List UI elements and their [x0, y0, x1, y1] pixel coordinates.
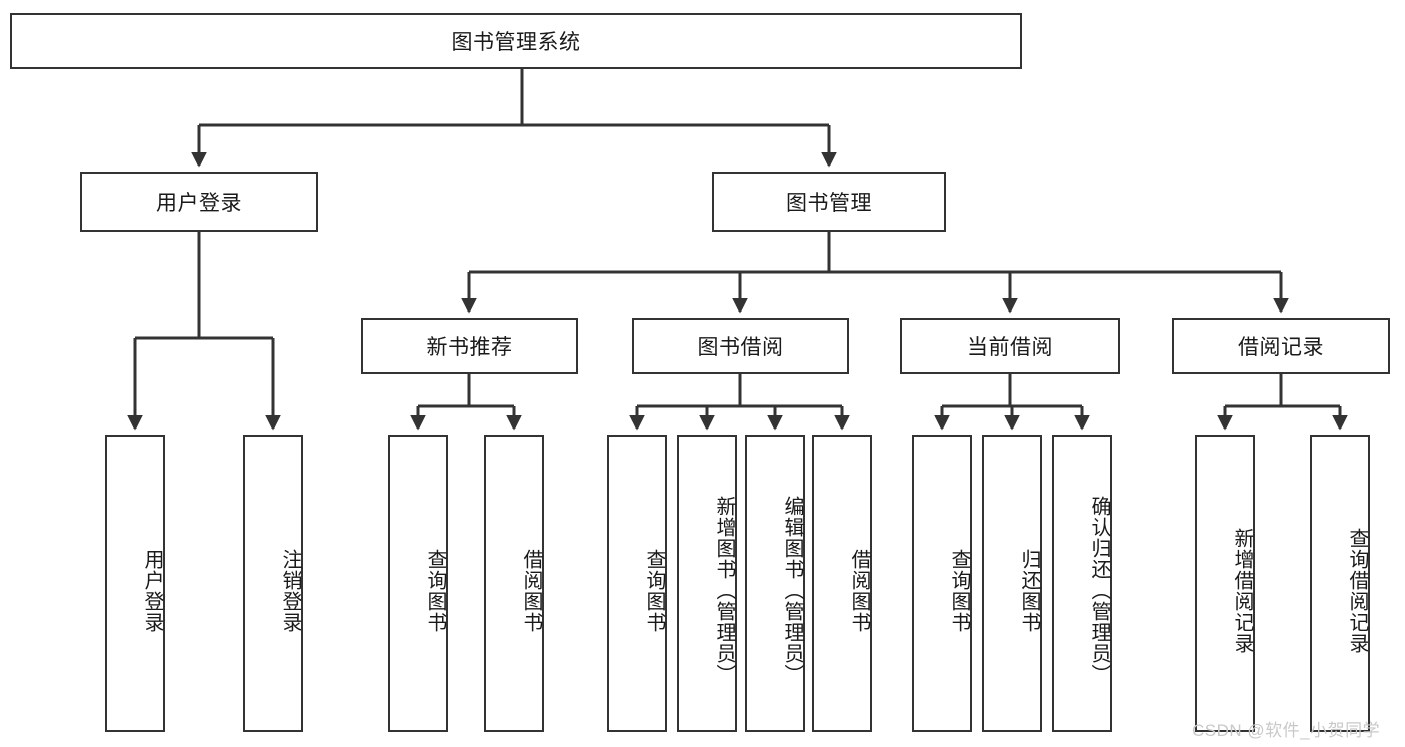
leaf-borrow-book-1[interactable]: 借阅图书 — [484, 435, 544, 732]
leaf-borrow-book-2[interactable]: 借阅图书 — [812, 435, 872, 732]
leaf-user-logout[interactable]: 注销登录 — [243, 435, 303, 732]
node-user-login[interactable]: 用户登录 — [80, 172, 318, 232]
node-user-login-label: 用户登录 — [156, 192, 242, 215]
node-new-book-rec-label: 新书推荐 — [426, 336, 513, 359]
node-book-manage[interactable]: 图书管理 — [712, 172, 946, 232]
leaf-query-book-1[interactable]: 查询图书 — [388, 435, 448, 732]
leaf-add-book-label: 新增图书（管理员） — [713, 496, 735, 685]
node-root-label: 图书管理系统 — [451, 31, 581, 54]
leaf-query-record-label: 查询借阅记录 — [1346, 527, 1368, 654]
leaf-add-record[interactable]: 新增借阅记录 — [1195, 435, 1255, 732]
node-book-borrow-label: 图书借阅 — [697, 336, 784, 359]
leaf-borrow-book-2-label: 借阅图书 — [848, 548, 870, 633]
leaf-add-book[interactable]: 新增图书（管理员） — [677, 435, 737, 732]
leaf-edit-book[interactable]: 编辑图书（管理员） — [745, 435, 805, 732]
leaf-user-login[interactable]: 用户登录 — [105, 435, 165, 732]
leaf-borrow-book-1-label: 借阅图书 — [520, 548, 542, 633]
leaf-query-book-2-label: 查询图书 — [643, 548, 665, 633]
node-book-manage-label: 图书管理 — [786, 192, 872, 215]
leaf-query-book-3-label: 查询图书 — [948, 548, 970, 633]
node-borrow-record-label: 借阅记录 — [1238, 336, 1324, 359]
leaf-return-book[interactable]: 归还图书 — [982, 435, 1042, 732]
leaf-edit-book-label: 编辑图书（管理员） — [781, 496, 803, 685]
leaf-add-record-label: 新增借阅记录 — [1231, 527, 1253, 654]
node-new-book-rec[interactable]: 新书推荐 — [361, 318, 578, 374]
node-book-borrow[interactable]: 图书借阅 — [632, 318, 849, 374]
leaf-query-record[interactable]: 查询借阅记录 — [1310, 435, 1370, 732]
leaf-confirm-return-label: 确认归还（管理员） — [1088, 496, 1110, 685]
node-root[interactable]: 图书管理系统 — [10, 13, 1022, 69]
leaf-user-login-label: 用户登录 — [141, 548, 163, 633]
leaf-user-logout-label: 注销登录 — [279, 548, 301, 633]
leaf-query-book-1-label: 查询图书 — [424, 548, 446, 633]
leaf-query-book-3[interactable]: 查询图书 — [912, 435, 972, 732]
node-current-borrow[interactable]: 当前借阅 — [900, 318, 1120, 374]
node-borrow-record[interactable]: 借阅记录 — [1172, 318, 1390, 374]
leaf-query-book-2[interactable]: 查询图书 — [607, 435, 667, 732]
leaf-confirm-return[interactable]: 确认归还（管理员） — [1052, 435, 1112, 732]
node-current-borrow-label: 当前借阅 — [967, 336, 1053, 359]
csdn-watermark: CSDN @软件_小贺同学 — [1192, 721, 1381, 740]
leaf-return-book-label: 归还图书 — [1018, 548, 1040, 633]
